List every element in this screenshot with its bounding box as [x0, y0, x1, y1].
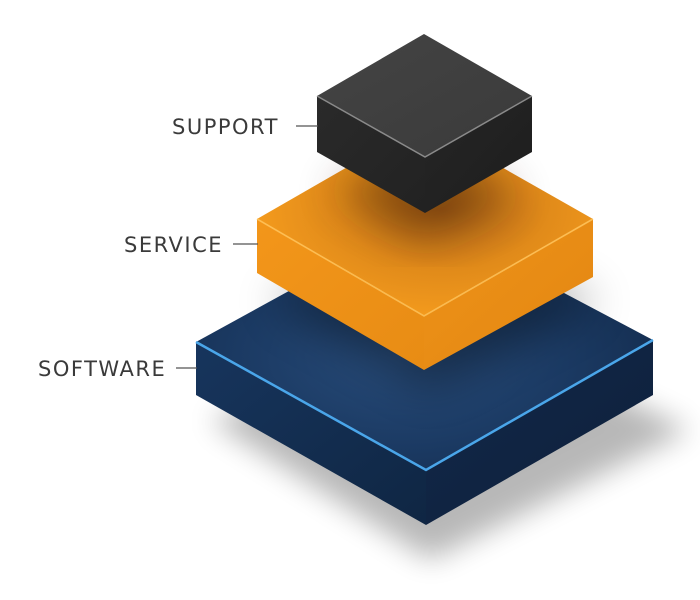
- service-edge-highlight: [256, 218, 594, 317]
- label-software-group: SOFTWARE: [38, 357, 197, 381]
- service-right-face: [424, 219, 593, 370]
- support-left-face: [317, 96, 425, 213]
- layer-support: [316, 34, 533, 213]
- support-edge-highlight: [316, 95, 533, 158]
- software-left-face: [196, 342, 426, 525]
- support-right-face: [425, 96, 532, 213]
- software-right-face: [426, 340, 653, 525]
- software-label: SOFTWARE: [38, 357, 166, 381]
- support-label: SUPPORT: [172, 115, 279, 139]
- software-edge-highlight: [195, 338, 654, 472]
- label-support-group: SUPPORT: [172, 115, 318, 139]
- service-left-face: [257, 219, 424, 370]
- label-service-group: SERVICE: [124, 233, 258, 257]
- service-label: SERVICE: [124, 233, 223, 257]
